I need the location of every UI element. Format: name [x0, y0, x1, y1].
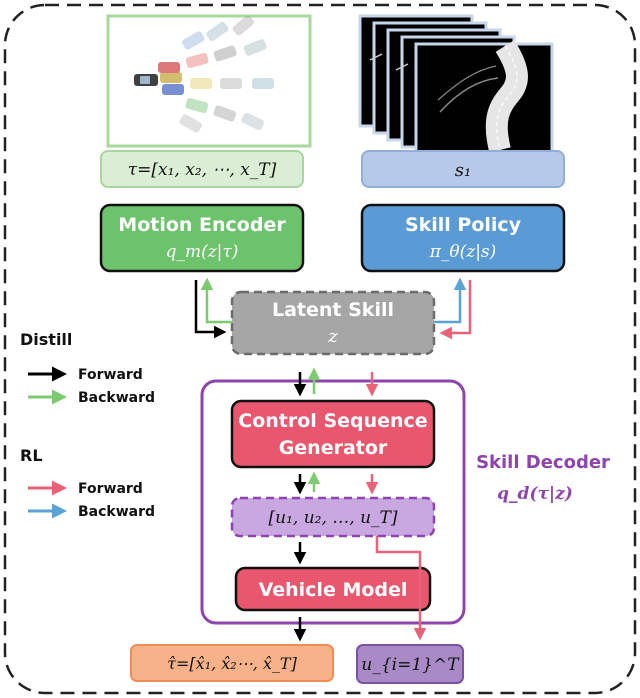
vehicle-model-box: Vehicle Model: [234, 566, 432, 612]
skill-decoder-formula: q_d(τ|z): [497, 484, 573, 504]
svg-text:π_θ(z|s): π_θ(z|s): [429, 242, 497, 262]
legend-distill-forward: Forward: [78, 367, 143, 383]
svg-text:s₁: s₁: [455, 160, 471, 181]
state-input-box: s₁: [361, 150, 565, 188]
skill-decoder-frame: [200, 379, 466, 625]
legend-rl-heading: RL: [20, 446, 43, 465]
rl-forward-arrow-policy: [439, 280, 472, 340]
svg-text:Latent Skill: Latent Skill: [272, 299, 394, 321]
motion-trajectory-image: [106, 14, 312, 148]
legend-rl-backward: Backward: [78, 504, 155, 520]
outer-frame: [3, 3, 637, 695]
motion-encoder-box: Motion Encoder q_m(z|τ): [99, 203, 305, 273]
svg-text:Vehicle Model: Vehicle Model: [259, 579, 408, 601]
svg-text:Control Sequence: Control Sequence: [238, 410, 427, 432]
legend-distill-backward: Backward: [78, 390, 155, 406]
svg-text:τ̂=[x̂₁, x̂₂⋯, x̂_T]: τ̂=[x̂₁, x̂₂⋯, x̂_T]: [167, 654, 297, 673]
legend-distill-heading: Distill: [20, 330, 72, 349]
distill-backward-arrow-encoder: [200, 277, 232, 324]
control-generator-box: Control Sequence Generator: [230, 399, 436, 469]
distill-forward-arrow-encoder: [194, 280, 227, 339]
svg-text:τ=[x₁, x₂, ⋯, x_T]: τ=[x₁, x₂, ⋯, x_T]: [128, 160, 277, 180]
output-u-box: u_{i=1}^T: [356, 644, 464, 684]
rl-forward-arrow-to-u: [375, 536, 427, 641]
skill-decoder-title: Skill Decoder: [476, 452, 610, 473]
skill-policy-box: Skill Policy π_θ(z|s): [360, 203, 566, 273]
svg-text:z: z: [327, 326, 338, 347]
svg-text:[u₁, u₂, …, u_T]: [u₁, u₂, …, u_T]: [268, 508, 397, 528]
svg-text:Skill Policy: Skill Policy: [405, 214, 522, 236]
motion-input-box: τ=[x₁, x₂, ⋯, x_T]: [100, 150, 304, 188]
control-sequence-box: [u₁, u₂, …, u_T]: [230, 496, 436, 538]
svg-text:Motion Encoder: Motion Encoder: [118, 214, 286, 236]
rl-backward-arrow-policy: [434, 277, 467, 324]
output-trajectory-box: τ̂=[x̂₁, x̂₂⋯, x̂_T]: [130, 644, 334, 682]
svg-text:Generator: Generator: [279, 437, 388, 459]
legend-rl-forward: Forward: [78, 481, 143, 497]
svg-text:u_{i=1}^T: u_{i=1}^T: [361, 655, 460, 675]
latent-skill-box: Latent Skill z: [230, 290, 436, 356]
svg-text:q_m(z|τ): q_m(z|τ): [166, 242, 239, 262]
road-observation-frames: [358, 14, 554, 154]
